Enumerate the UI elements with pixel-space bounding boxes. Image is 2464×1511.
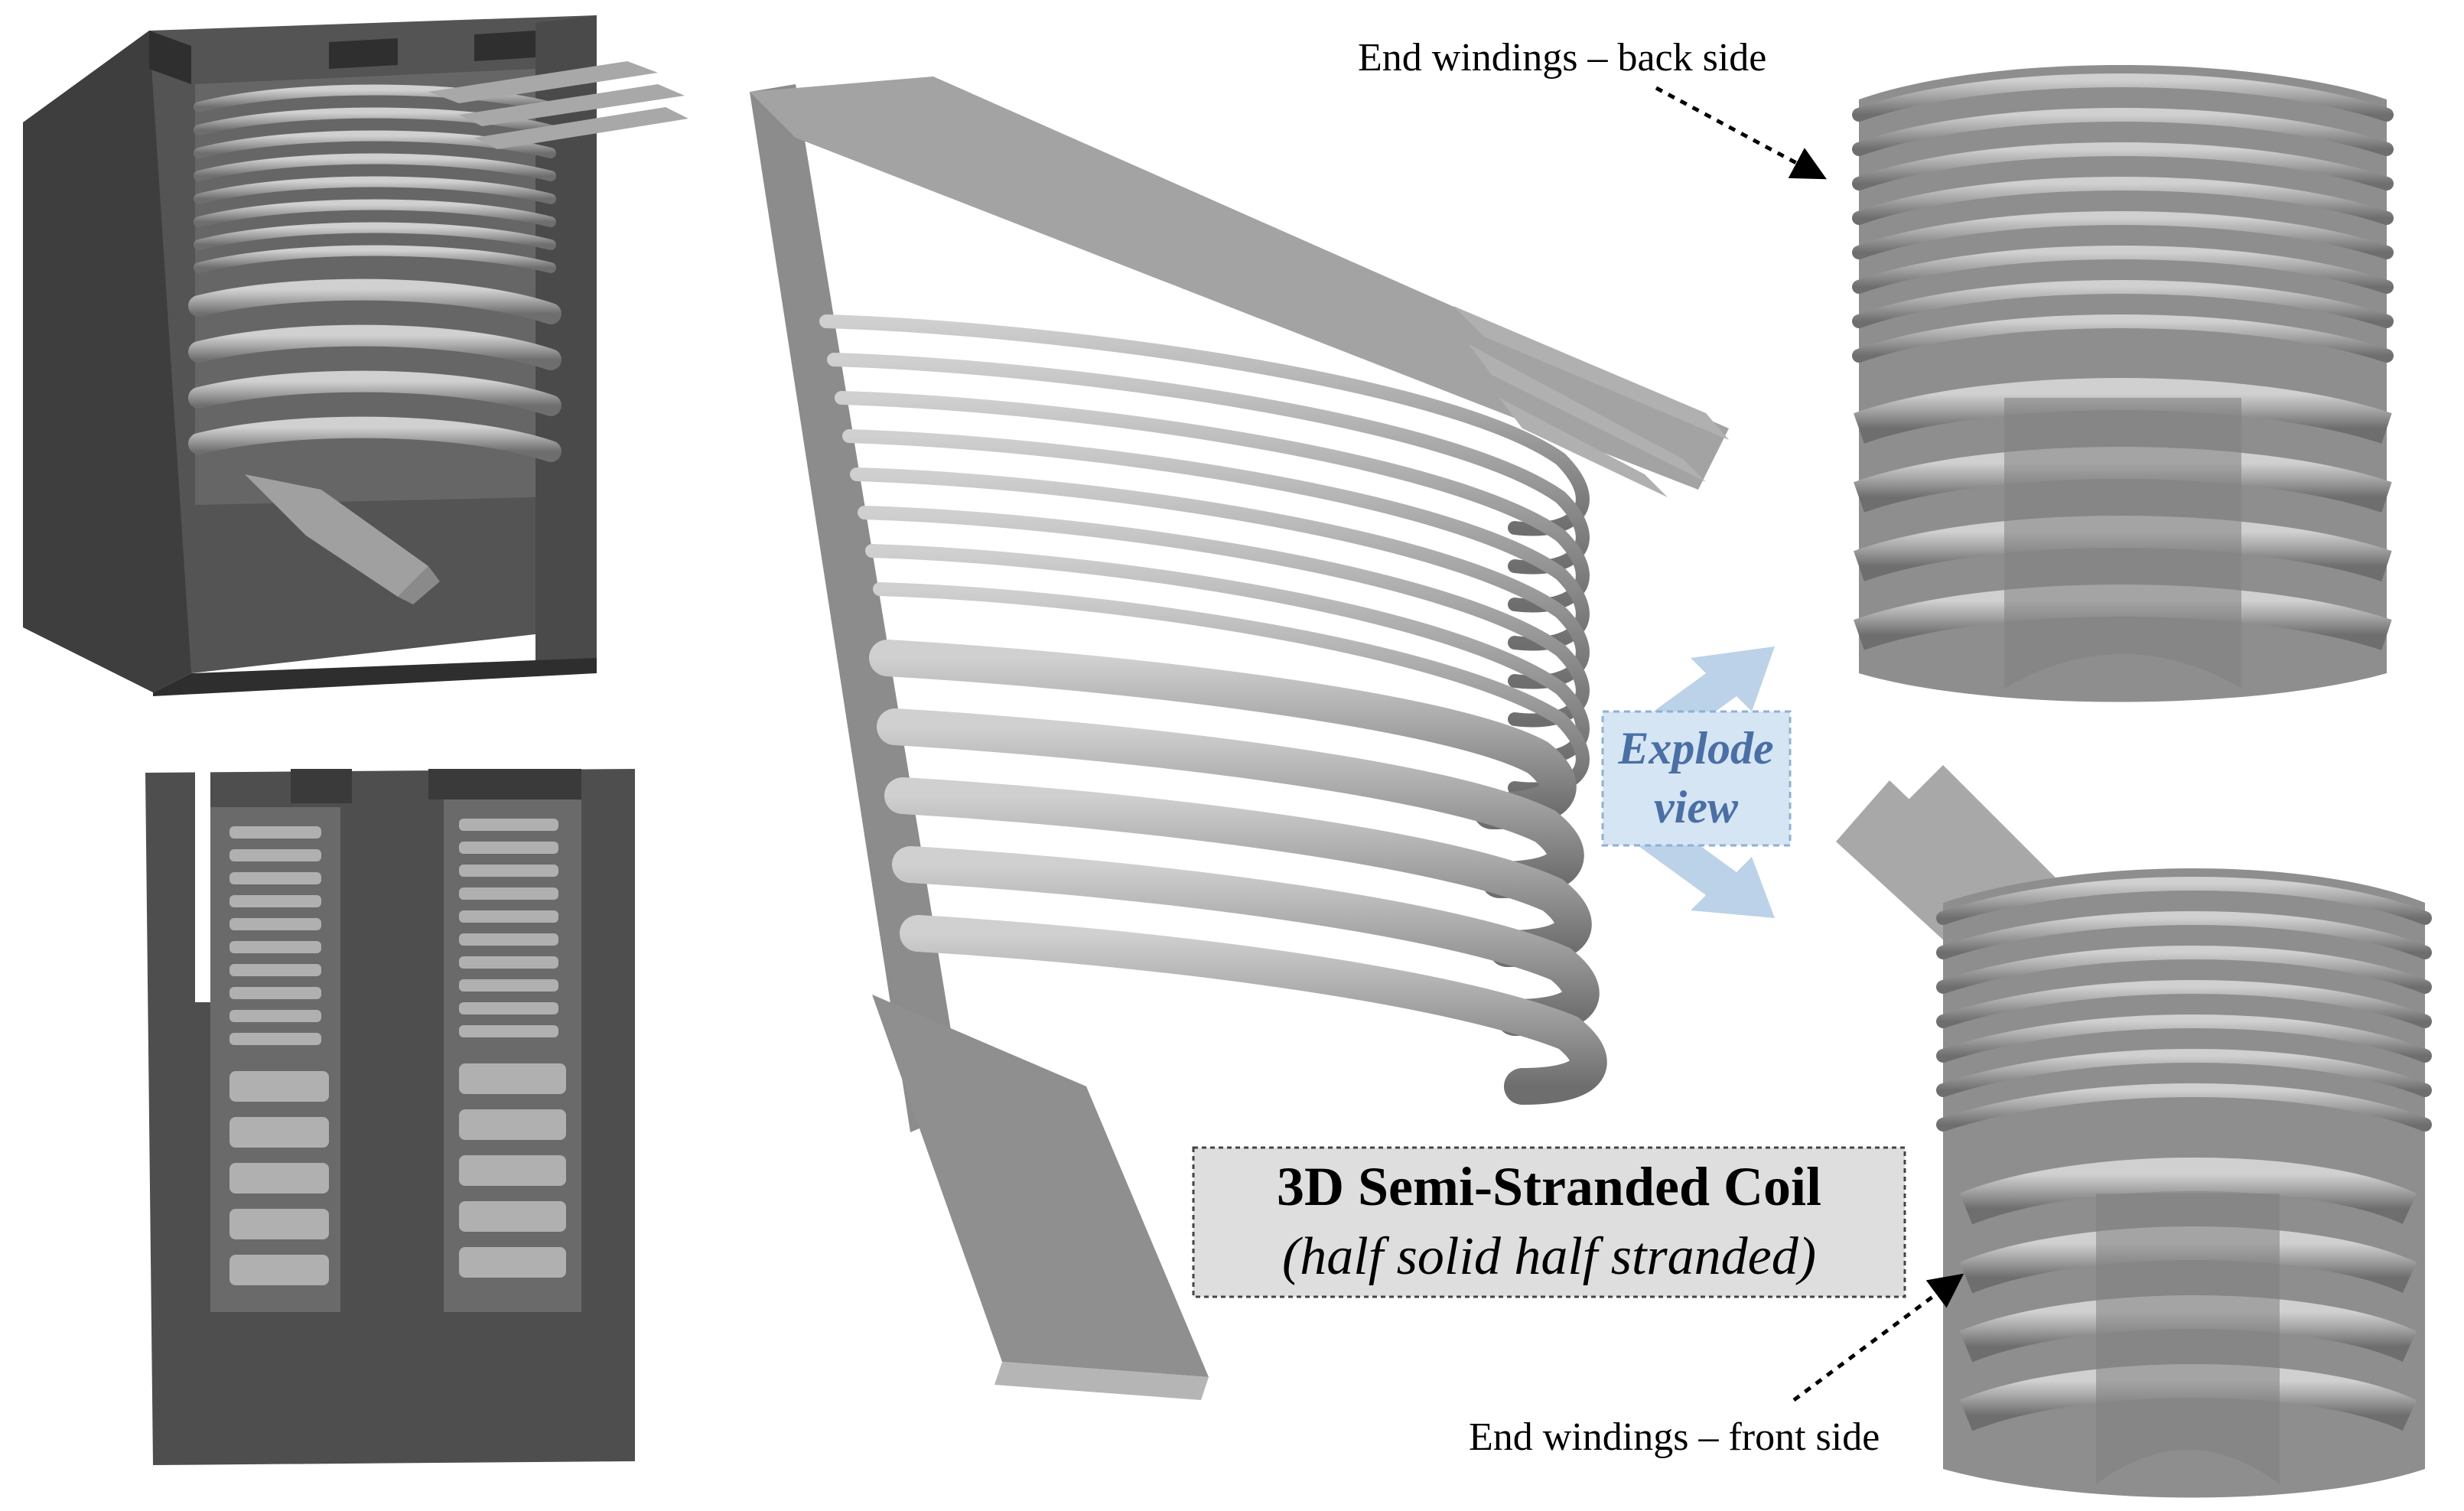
end-windings-front-side [1836,765,2432,1498]
main-coil-solid-turns [869,640,1607,1105]
explode-view-line1: Explode [1617,723,1773,773]
front-side-label: End windings – front side [1469,1415,1880,1459]
slot-perspective-view [23,15,688,696]
explode-view-line2: view [1654,782,1739,832]
coil-title: 3D Semi-Stranded Coil [1277,1156,1821,1217]
title-box [1192,1146,1906,1298]
coil-subtitle: (half solid half stranded) [1282,1227,1816,1286]
main-coil-stranded-turns [819,314,1590,796]
left-slot-conductors [229,826,329,1285]
right-slot-conductors [459,819,566,1278]
dotted-arrow-icon [1655,86,1827,180]
dotted-arrow-icon [1792,1273,1964,1402]
back-side-label: End windings – back side [1358,36,1766,80]
end-windings-back-side [1852,65,2394,702]
slot-cross-section-view [145,769,635,1465]
explode-view-box [1601,710,1792,847]
coil-turns-solid [188,278,561,462]
coil-3d-main-view [750,77,1729,1400]
